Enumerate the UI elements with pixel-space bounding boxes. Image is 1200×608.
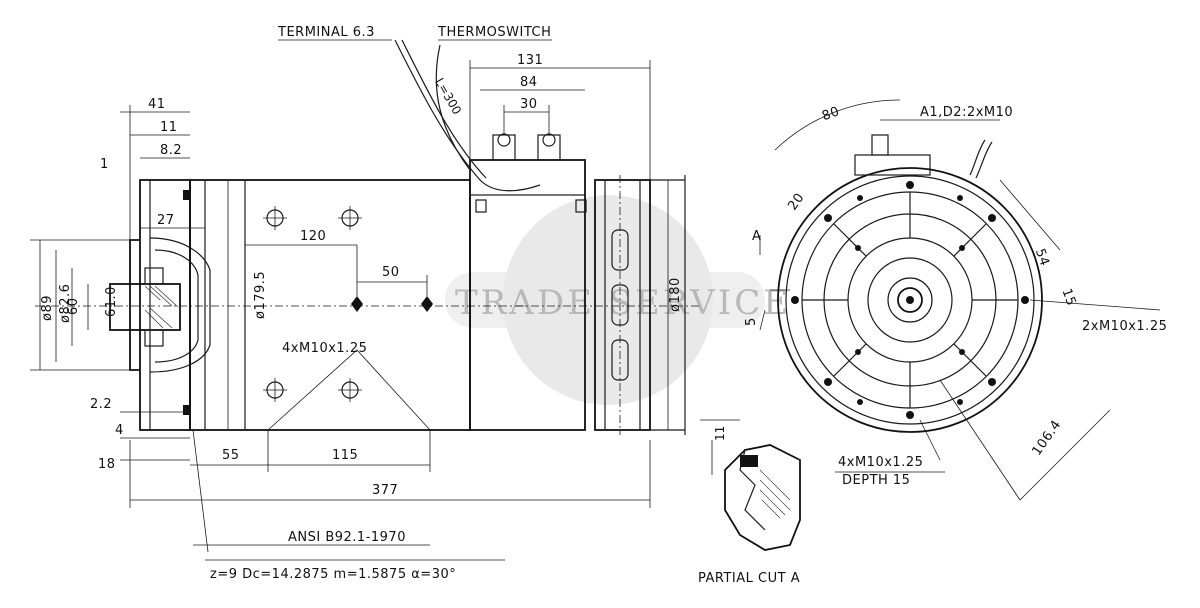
dim-115: 115: [332, 448, 358, 463]
label-terminal: TERMINAL 6.3: [277, 25, 375, 40]
dim-2-2: 2.2: [90, 397, 112, 412]
side-labels: TERMINAL 6.3 THERMOSWITCH L=300 4xM10x1.…: [210, 25, 551, 582]
dim-4: 4: [115, 423, 124, 438]
brush-end-cap: [594, 179, 651, 431]
dim-106-4: 106.4: [1030, 418, 1065, 459]
dim-55: 55: [222, 448, 240, 463]
watermark: TRADE SERVICE: [445, 195, 791, 405]
side-dimensions: 131 84 30 41 11 8.2 27 120 50 ø179.5 ø18…: [30, 53, 683, 508]
dim-60: 60: [66, 297, 81, 315]
dim-179-5: ø179.5: [253, 271, 268, 319]
dim-180: ø180: [668, 277, 683, 312]
dim-18: 18: [98, 457, 116, 472]
front-outer-circle: [777, 167, 1043, 433]
end-flange: [139, 179, 191, 431]
mounting-holes: [263, 206, 433, 402]
front-shaft: [897, 287, 923, 313]
side-view: [35, 39, 700, 561]
dim-a80: 80: [820, 104, 842, 124]
label-a-section: A: [752, 229, 761, 244]
dim-131: 131: [517, 53, 543, 68]
dim-11: 11: [160, 120, 178, 135]
label-depth: DEPTH 15: [842, 473, 910, 488]
dim-8-2: 8.2: [160, 143, 182, 158]
dim-15-front: 15: [1059, 287, 1079, 309]
terminal-post-1: [492, 134, 516, 161]
dim-5: 5: [744, 317, 759, 326]
dim-1: 1: [100, 157, 109, 172]
dim-11-cut: 11: [713, 426, 727, 441]
dim-82-6: ø82.6: [58, 284, 73, 323]
watermark-text: TRADE SERVICE: [455, 283, 791, 323]
shaft: [109, 283, 181, 331]
front-view: 80 A1,D2:2xM10 20 54 15 2xM10x1.25 106.4…: [744, 99, 1167, 501]
label-ansi: ANSI B92.1-1970: [288, 530, 406, 545]
dim-120: 120: [300, 229, 326, 244]
dim-54: 54: [1032, 247, 1052, 269]
dim-27: 27: [157, 213, 175, 228]
label-spline: z=9 Dc=14.2875 m=1.5875 α=30°: [210, 567, 456, 582]
dim-89: ø89: [40, 295, 55, 321]
dim-30: 30: [520, 97, 538, 112]
label-a1d2: A1,D2:2xM10: [920, 105, 1013, 120]
thermoswitch-cable: [394, 39, 541, 192]
label-4xm10-front: 4xM10x1.25: [838, 455, 923, 470]
partial-cut-a: 11 PARTIAL CUT A: [698, 419, 801, 586]
label-thermoswitch: THERMOSWITCH: [437, 25, 551, 40]
label-4xm10-side: 4xM10x1.25: [282, 341, 367, 356]
dim-20: 20: [785, 190, 807, 213]
dim-50: 50: [382, 265, 400, 280]
dim-41: 41: [148, 97, 166, 112]
dim-377: 377: [372, 483, 398, 498]
terminal-post-2: [537, 134, 561, 161]
dim-61: 61.0: [104, 286, 119, 317]
dim-84: 84: [520, 75, 538, 90]
label-partial-cut: PARTIAL CUT A: [698, 571, 800, 586]
label-2xm10: 2xM10x1.25: [1082, 319, 1167, 334]
